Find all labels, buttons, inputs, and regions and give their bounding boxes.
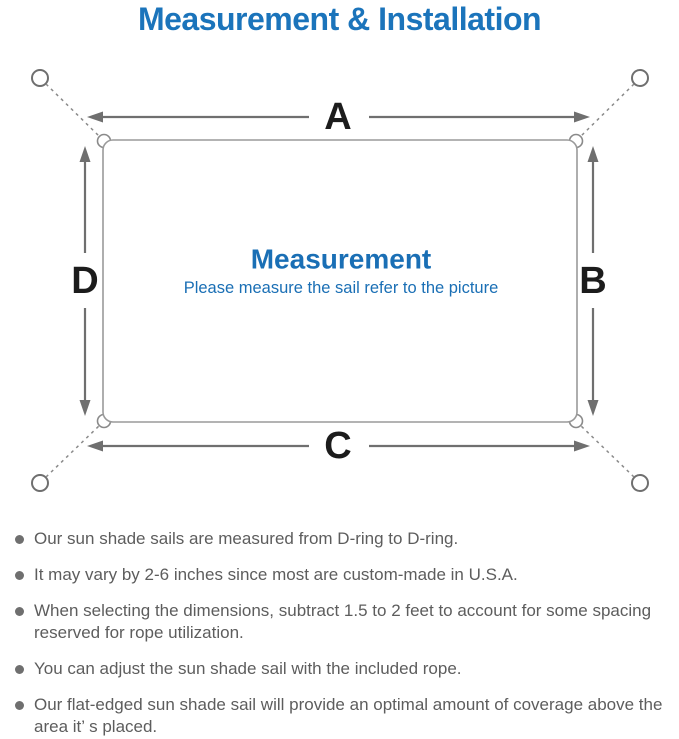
page-title: Measurement & Installation	[137, 1, 542, 37]
rope-line-bottom-right	[578, 423, 635, 478]
note-item: When selecting the dimensions, subtract …	[13, 600, 669, 644]
dimension-label-d: D	[71, 260, 98, 302]
note-item: You can adjust the sun shade sail with t…	[13, 658, 669, 680]
rope-line-top-right	[578, 83, 635, 139]
note-text: Our flat-edged sun shade sail will provi…	[34, 695, 663, 736]
measurement-diagram-svg: A C D B	[31, 69, 649, 492]
dimension-arrow-right	[587, 146, 599, 416]
note-item: Our sun shade sails are measured from D-…	[13, 528, 669, 550]
bullet-icon	[15, 701, 24, 710]
anchor-ring-top-right-icon	[631, 69, 649, 87]
anchor-ring-top-left-icon	[31, 69, 49, 87]
notes-list: Our sun shade sails are measured from D-…	[0, 528, 679, 739]
diagram-heading: Measurement	[251, 244, 432, 275]
dimension-label-b: B	[579, 260, 606, 302]
note-item: Our flat-edged sun shade sail will provi…	[13, 694, 669, 738]
rope-line-bottom-left	[45, 423, 102, 478]
note-text: Our sun shade sails are measured from D-…	[34, 529, 459, 548]
bullet-icon	[15, 607, 24, 616]
bullet-icon	[15, 571, 24, 580]
bullet-icon	[15, 535, 24, 544]
bullet-icon	[15, 665, 24, 674]
dimension-label-c: C	[324, 425, 351, 467]
note-text: It may vary by 2-6 inches since most are…	[34, 565, 518, 584]
dimension-arrow-top	[87, 111, 590, 123]
diagram-subtitle: Please measure the sail refer to the pic…	[184, 279, 499, 297]
dimension-label-a: A	[324, 96, 351, 138]
rope-line-top-left	[45, 83, 102, 139]
sail-outline	[102, 139, 578, 423]
anchor-ring-bottom-right-icon	[631, 474, 649, 492]
dimension-arrow-left	[79, 146, 91, 416]
note-text: When selecting the dimensions, subtract …	[34, 601, 652, 642]
dimension-arrow-bottom	[87, 440, 590, 452]
measurement-diagram: A C D B	[0, 55, 679, 520]
note-item: It may vary by 2-6 inches since most are…	[13, 564, 669, 586]
anchor-ring-bottom-left-icon	[31, 474, 49, 492]
note-text: You can adjust the sun shade sail with t…	[34, 659, 462, 678]
